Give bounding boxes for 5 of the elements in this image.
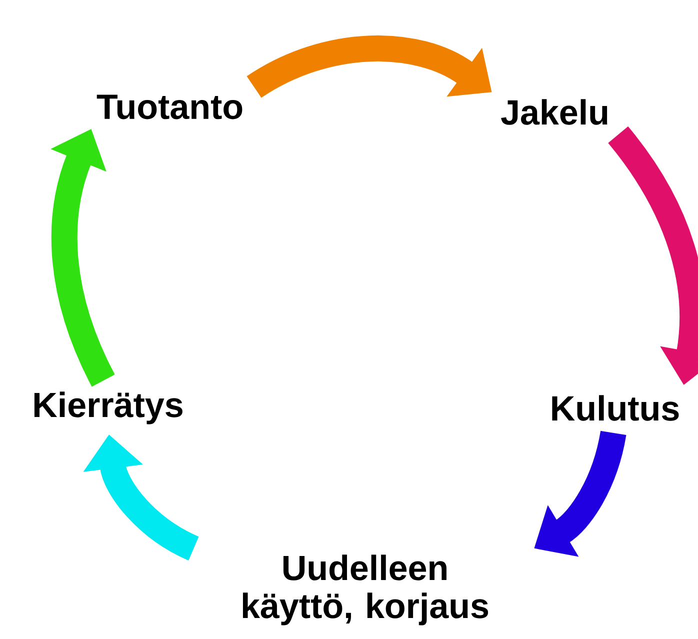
stage-label: Kulutus — [552, 395, 679, 421]
stage-label: Kierrätys — [34, 392, 182, 424]
stage-label: Jakelu — [501, 99, 608, 125]
stage-label: Uudelleen käyttö, korjaus — [242, 554, 488, 626]
stage-label: Tuotanto — [96, 94, 242, 120]
